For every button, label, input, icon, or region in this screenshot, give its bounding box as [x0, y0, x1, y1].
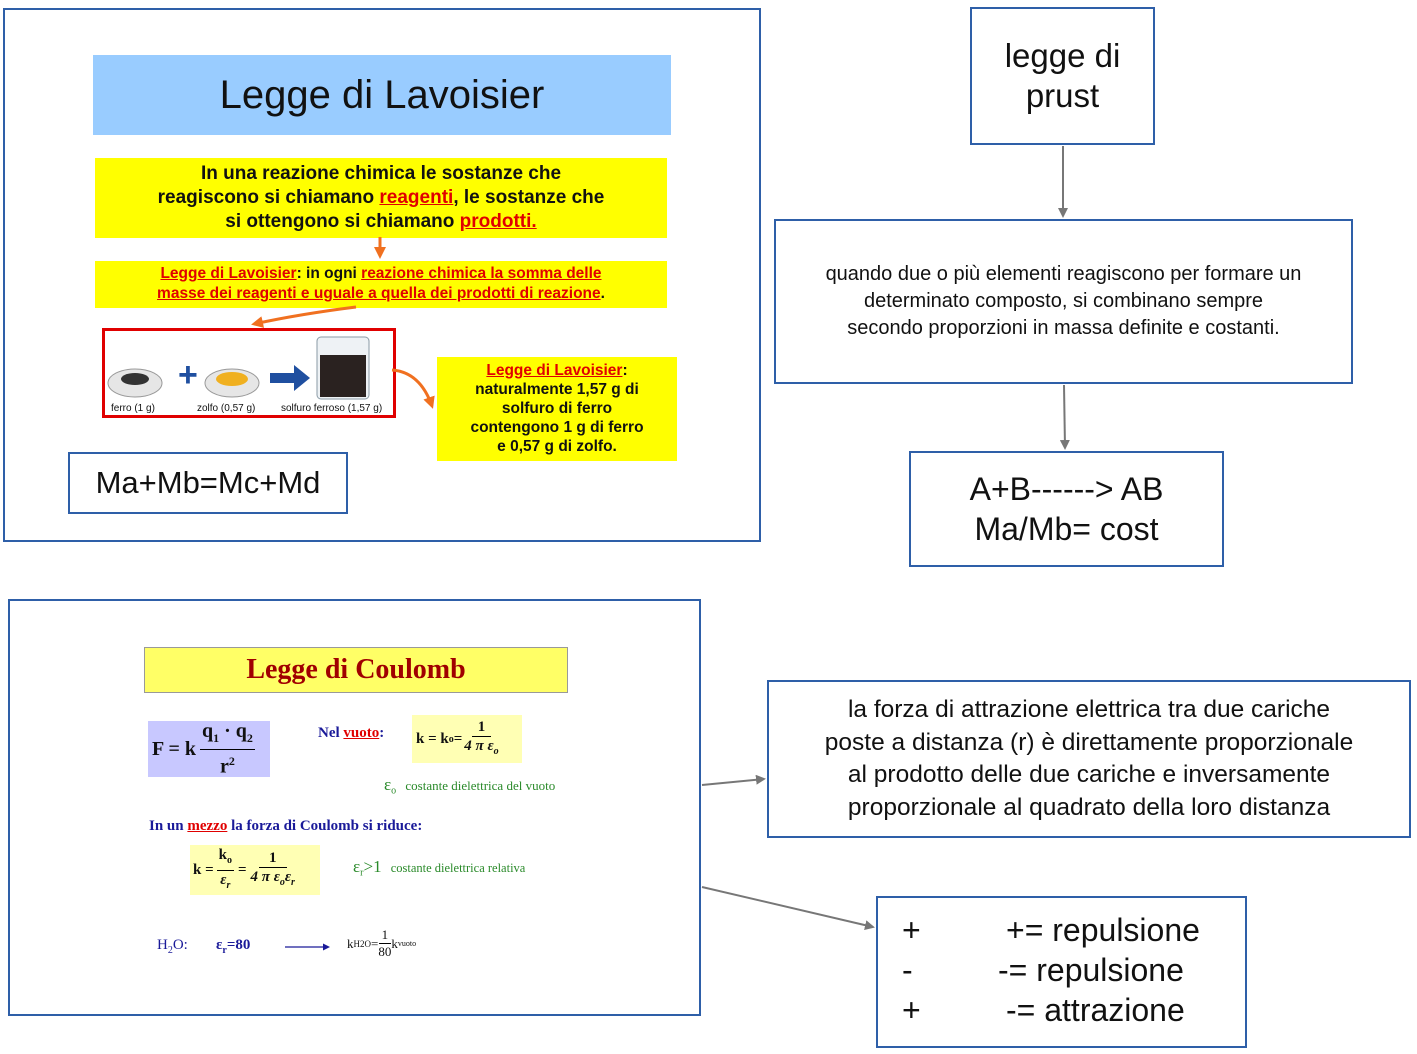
lavoisier-example: Legge di Lavoisier: naturalmente 1,57 g … [437, 357, 677, 461]
reagenti-term: reagenti [379, 187, 454, 208]
coulomb-to-statement-arrow [701, 774, 766, 786]
coulomb-force-formula: F = k q1 · q2 r2 [148, 720, 270, 778]
vacuum-label: Nel vuoto: [318, 725, 385, 741]
water-eps: εr=80 [216, 937, 251, 956]
rule-text: += repulsione [1006, 912, 1200, 948]
definition-to-formula-arrow [1059, 384, 1070, 450]
rule-row: + -= attrazione [902, 992, 1232, 1032]
water-label: H2O: [157, 937, 188, 956]
rule-sign: + [902, 992, 921, 1028]
medium-formula: k = ko εr = 1 4 π εoεr [190, 845, 320, 895]
eps0-note: εo costante dielettrica del vuoto [384, 775, 556, 797]
lavoisier-formula: Ma+Mb=Mc+Md [68, 452, 348, 514]
lavoisier-law-statement: Legge di Lavoisier: in ogni reazione chi… [95, 261, 667, 308]
prodotti-term: prodotti. [459, 211, 537, 232]
proust-formula-box: A+B------> AB Ma/Mb= cost [909, 451, 1224, 567]
product-label: solfuro ferroso (1,57 g) [281, 403, 382, 414]
coulomb-statement-box: la forza di attrazione elettrica tra due… [767, 680, 1411, 838]
rule-text: -= repulsione [998, 952, 1184, 988]
epsr-note: εr>1 costante dielettrica relativa [353, 857, 526, 879]
rule-sign: - [902, 952, 913, 988]
lavoisier-intro: In una reazione chimica le sostanze che … [95, 158, 667, 238]
lavoisier-slide: Legge di Lavoisier In una reazione chimi… [3, 8, 761, 542]
rule-sign: + [902, 912, 921, 948]
experiment-drawing: + ferro (1 g) zolfo (0,57 g) solfuro fer… [107, 336, 382, 414]
rule-row: + += repulsione [902, 912, 1232, 952]
medium-label: In un mezzo la forza di Coulomb si riduc… [149, 818, 423, 834]
coulomb-slide: Legge di Coulomb F = k q1 · q2 r2 Nel vu… [8, 599, 701, 1016]
coulomb-to-rules-arrow [701, 886, 875, 931]
water-arrow [285, 943, 330, 951]
svg-text:+: + [178, 356, 198, 394]
proust-title-box: legge di prust [970, 7, 1155, 145]
iron-label: ferro (1 g) [111, 403, 155, 414]
sulfur-label: zolfo (0,57 g) [197, 403, 255, 414]
experiment-illustration: + ferro (1 g) zolfo (0,57 g) solfuro fer… [102, 328, 396, 418]
rule-text: -= attrazione [1006, 992, 1185, 1028]
charge-rules-box: + += repulsione - -= repulsione + -= att… [876, 896, 1247, 1048]
proust-definition-box: quando due o più elementi reagiscono per… [774, 219, 1353, 384]
lavoisier-title: Legge di Lavoisier [93, 55, 671, 135]
rule-row: - -= repulsione [902, 952, 1232, 992]
coulomb-title: Legge di Coulomb [144, 647, 568, 693]
